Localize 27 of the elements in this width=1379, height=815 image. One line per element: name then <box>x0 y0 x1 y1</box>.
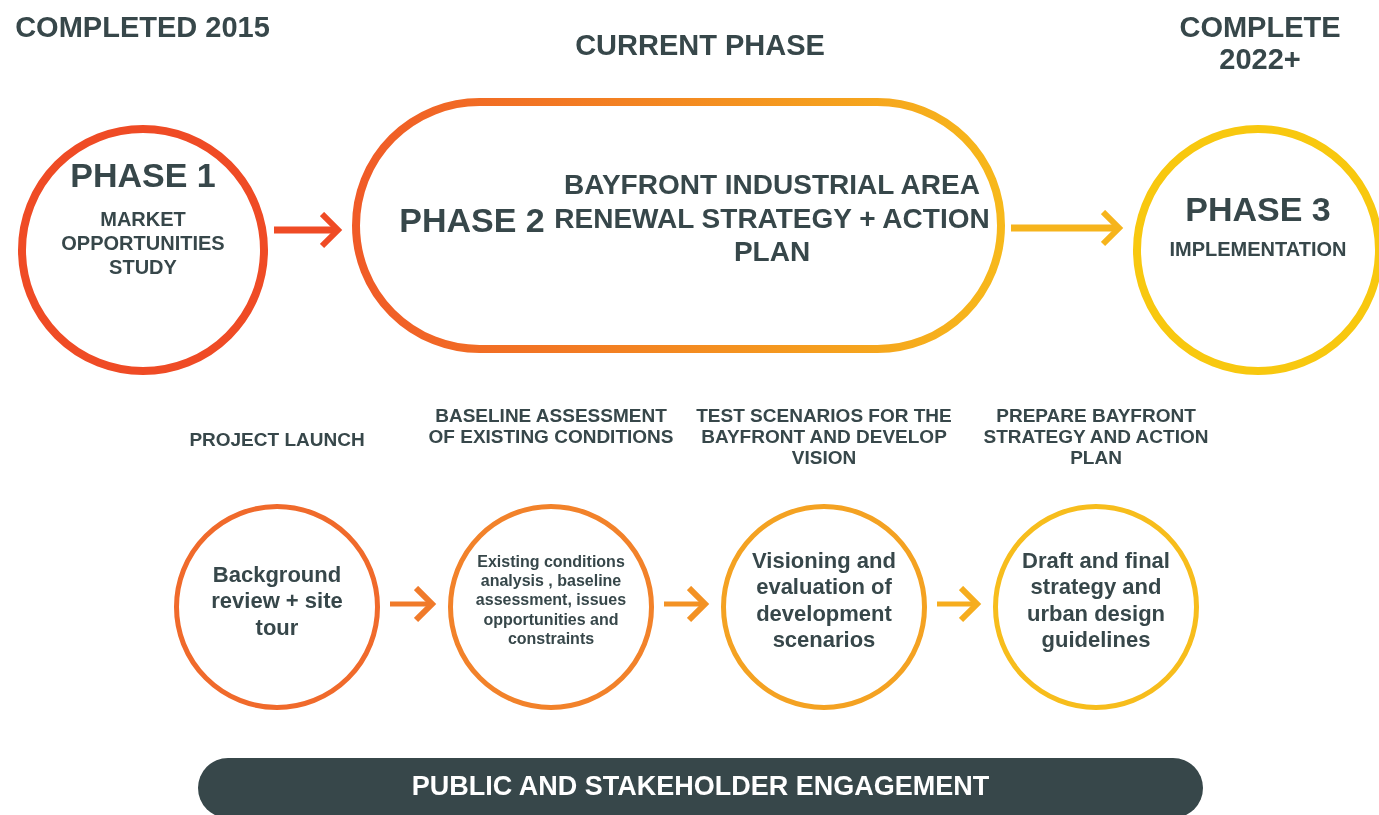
phase-circle <box>18 125 268 375</box>
engagement-bar <box>198 758 1203 815</box>
arrow <box>664 585 708 623</box>
engagement-label: PUBLIC AND STAKEHOLDER ENGAGEMENT <box>410 770 991 803</box>
status-label: COMPLETE 2022+ <box>1178 12 1342 76</box>
step-heading: PREPARE BAYFRONT STRATEGY AND ACTION PLAN <box>982 406 1210 469</box>
phase-title: PHASE 3 <box>1184 189 1332 230</box>
status-label: CURRENT PHASE <box>574 30 826 62</box>
step-heading: PROJECT LAUNCH <box>188 430 366 451</box>
step-description: Draft and final strategy and urban design guidelines <box>1021 548 1171 654</box>
phase-description: BAYFRONT INDUSTRIAL AREA RENEWAL STRATEGY + ACTION PLAN <box>553 168 991 269</box>
arrow <box>937 585 980 623</box>
step-description: Visioning and evaluation of development scenarios <box>751 548 897 654</box>
step-description: Background review + site tour <box>210 562 344 642</box>
status-label: COMPLETED 2015 <box>14 12 271 44</box>
step-circle <box>174 504 380 710</box>
phase-description: MARKET OPPORTUNITIES STUDY <box>60 207 226 279</box>
arrow <box>390 585 435 623</box>
phase-description: IMPLEMENTATION <box>1168 237 1348 261</box>
step-heading: BASELINE ASSESSMENT OF EXISTING CONDITIONS <box>427 406 675 448</box>
phase-title: PHASE 2 <box>398 200 546 241</box>
step-heading: TEST SCENARIOS FOR THE BAYFRONT AND DEVELOP VISION <box>695 406 953 469</box>
step-circle <box>448 504 654 710</box>
phase-title: PHASE 1 <box>69 155 217 196</box>
step-circle <box>993 504 1199 710</box>
step-description: Existing conditions analysis , baseline assessment, issues opportunities and constraints <box>474 552 628 648</box>
step-circle <box>721 504 927 710</box>
